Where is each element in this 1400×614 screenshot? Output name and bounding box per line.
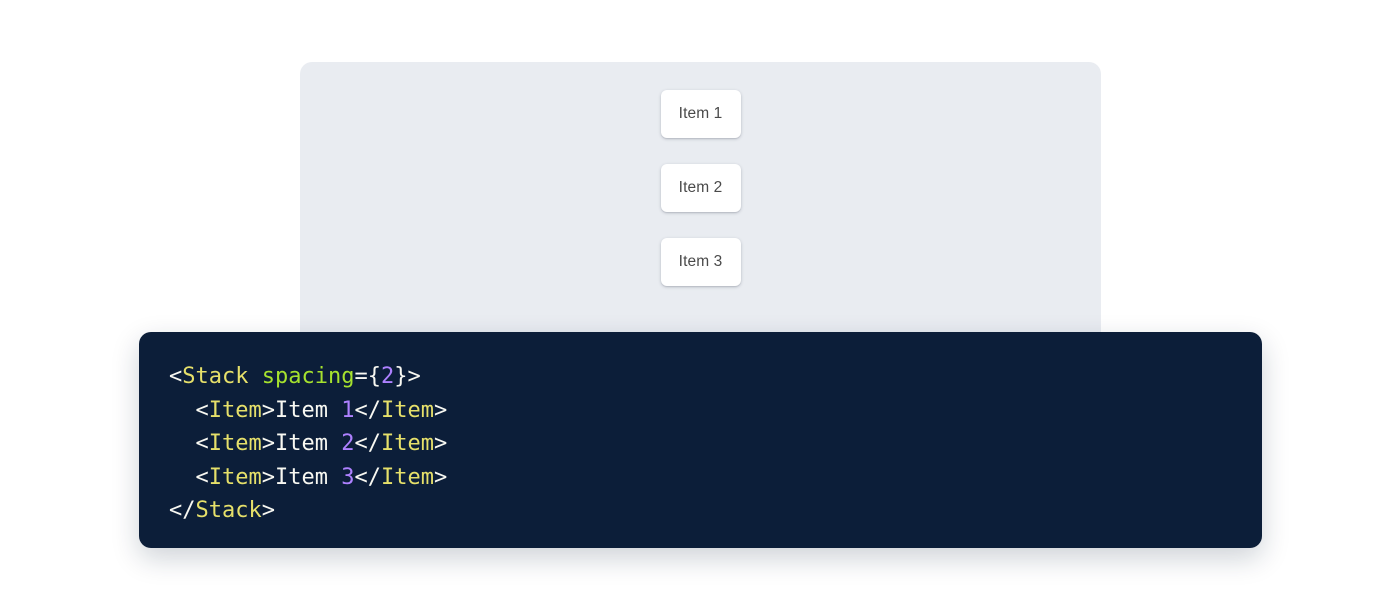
code-token-punc: < xyxy=(195,397,209,423)
component-preview-stage: Item 1 Item 2 Item 3 xyxy=(300,62,1101,352)
code-token-tag: Item xyxy=(208,397,262,423)
code-token-punc: > xyxy=(433,397,448,423)
code-token-tag: Stack xyxy=(195,498,262,524)
code-snippet-text[interactable]: <Stack spacing={2}> <Item>Item 1</Item> … xyxy=(169,360,1232,528)
stack-item-label: Item 1 xyxy=(678,105,723,122)
code-token-num: 2 xyxy=(380,364,395,389)
code-token-punc: } xyxy=(394,364,408,389)
code-token-punc: > xyxy=(261,498,275,524)
code-token-punc: > xyxy=(433,464,448,490)
stack-container: Item 1 Item 2 Item 3 xyxy=(300,90,1101,286)
stack-item-label: Item 3 xyxy=(678,253,723,270)
code-token-attr: spacing xyxy=(261,364,355,389)
code-token-num: 2 xyxy=(341,431,355,457)
code-token-tag: Item xyxy=(208,464,262,490)
code-token-punc: < xyxy=(195,431,209,457)
code-token-num: 3 xyxy=(341,464,355,490)
code-token-punc: > xyxy=(433,431,448,457)
code-token-punc: </ xyxy=(354,397,381,423)
code-token-num: 1 xyxy=(341,397,355,423)
code-token-text: Item xyxy=(274,464,342,490)
code-token-punc: < xyxy=(195,464,209,490)
code-token-punc: > xyxy=(261,431,275,457)
code-token-punc: </ xyxy=(354,464,381,490)
code-token-punc: > xyxy=(407,364,421,389)
code-snippet-block: <Stack spacing={2}> <Item>Item 1</Item> … xyxy=(139,332,1262,548)
code-token-tag: Item xyxy=(380,397,434,423)
code-token-punc: = xyxy=(354,364,368,389)
code-token-tag: Item xyxy=(380,464,434,490)
code-token-punc: < xyxy=(169,364,183,389)
code-token-punc: </ xyxy=(169,498,196,524)
stack-item[interactable]: Item 2 xyxy=(660,164,741,212)
code-token-punc: { xyxy=(367,364,381,389)
code-token-punc: > xyxy=(261,397,275,423)
code-token-text: Item xyxy=(274,397,342,423)
stack-item-label: Item 2 xyxy=(678,179,723,196)
stack-item[interactable]: Item 3 xyxy=(660,238,741,286)
code-token-punc xyxy=(248,364,261,389)
code-token-tag: Stack xyxy=(182,364,249,389)
code-token-tag: Item xyxy=(208,431,262,457)
code-token-punc: > xyxy=(261,464,275,490)
code-token-text: Item xyxy=(274,431,342,457)
stack-item[interactable]: Item 1 xyxy=(660,90,741,138)
code-token-tag: Item xyxy=(380,431,434,457)
code-token-punc: </ xyxy=(354,431,381,457)
